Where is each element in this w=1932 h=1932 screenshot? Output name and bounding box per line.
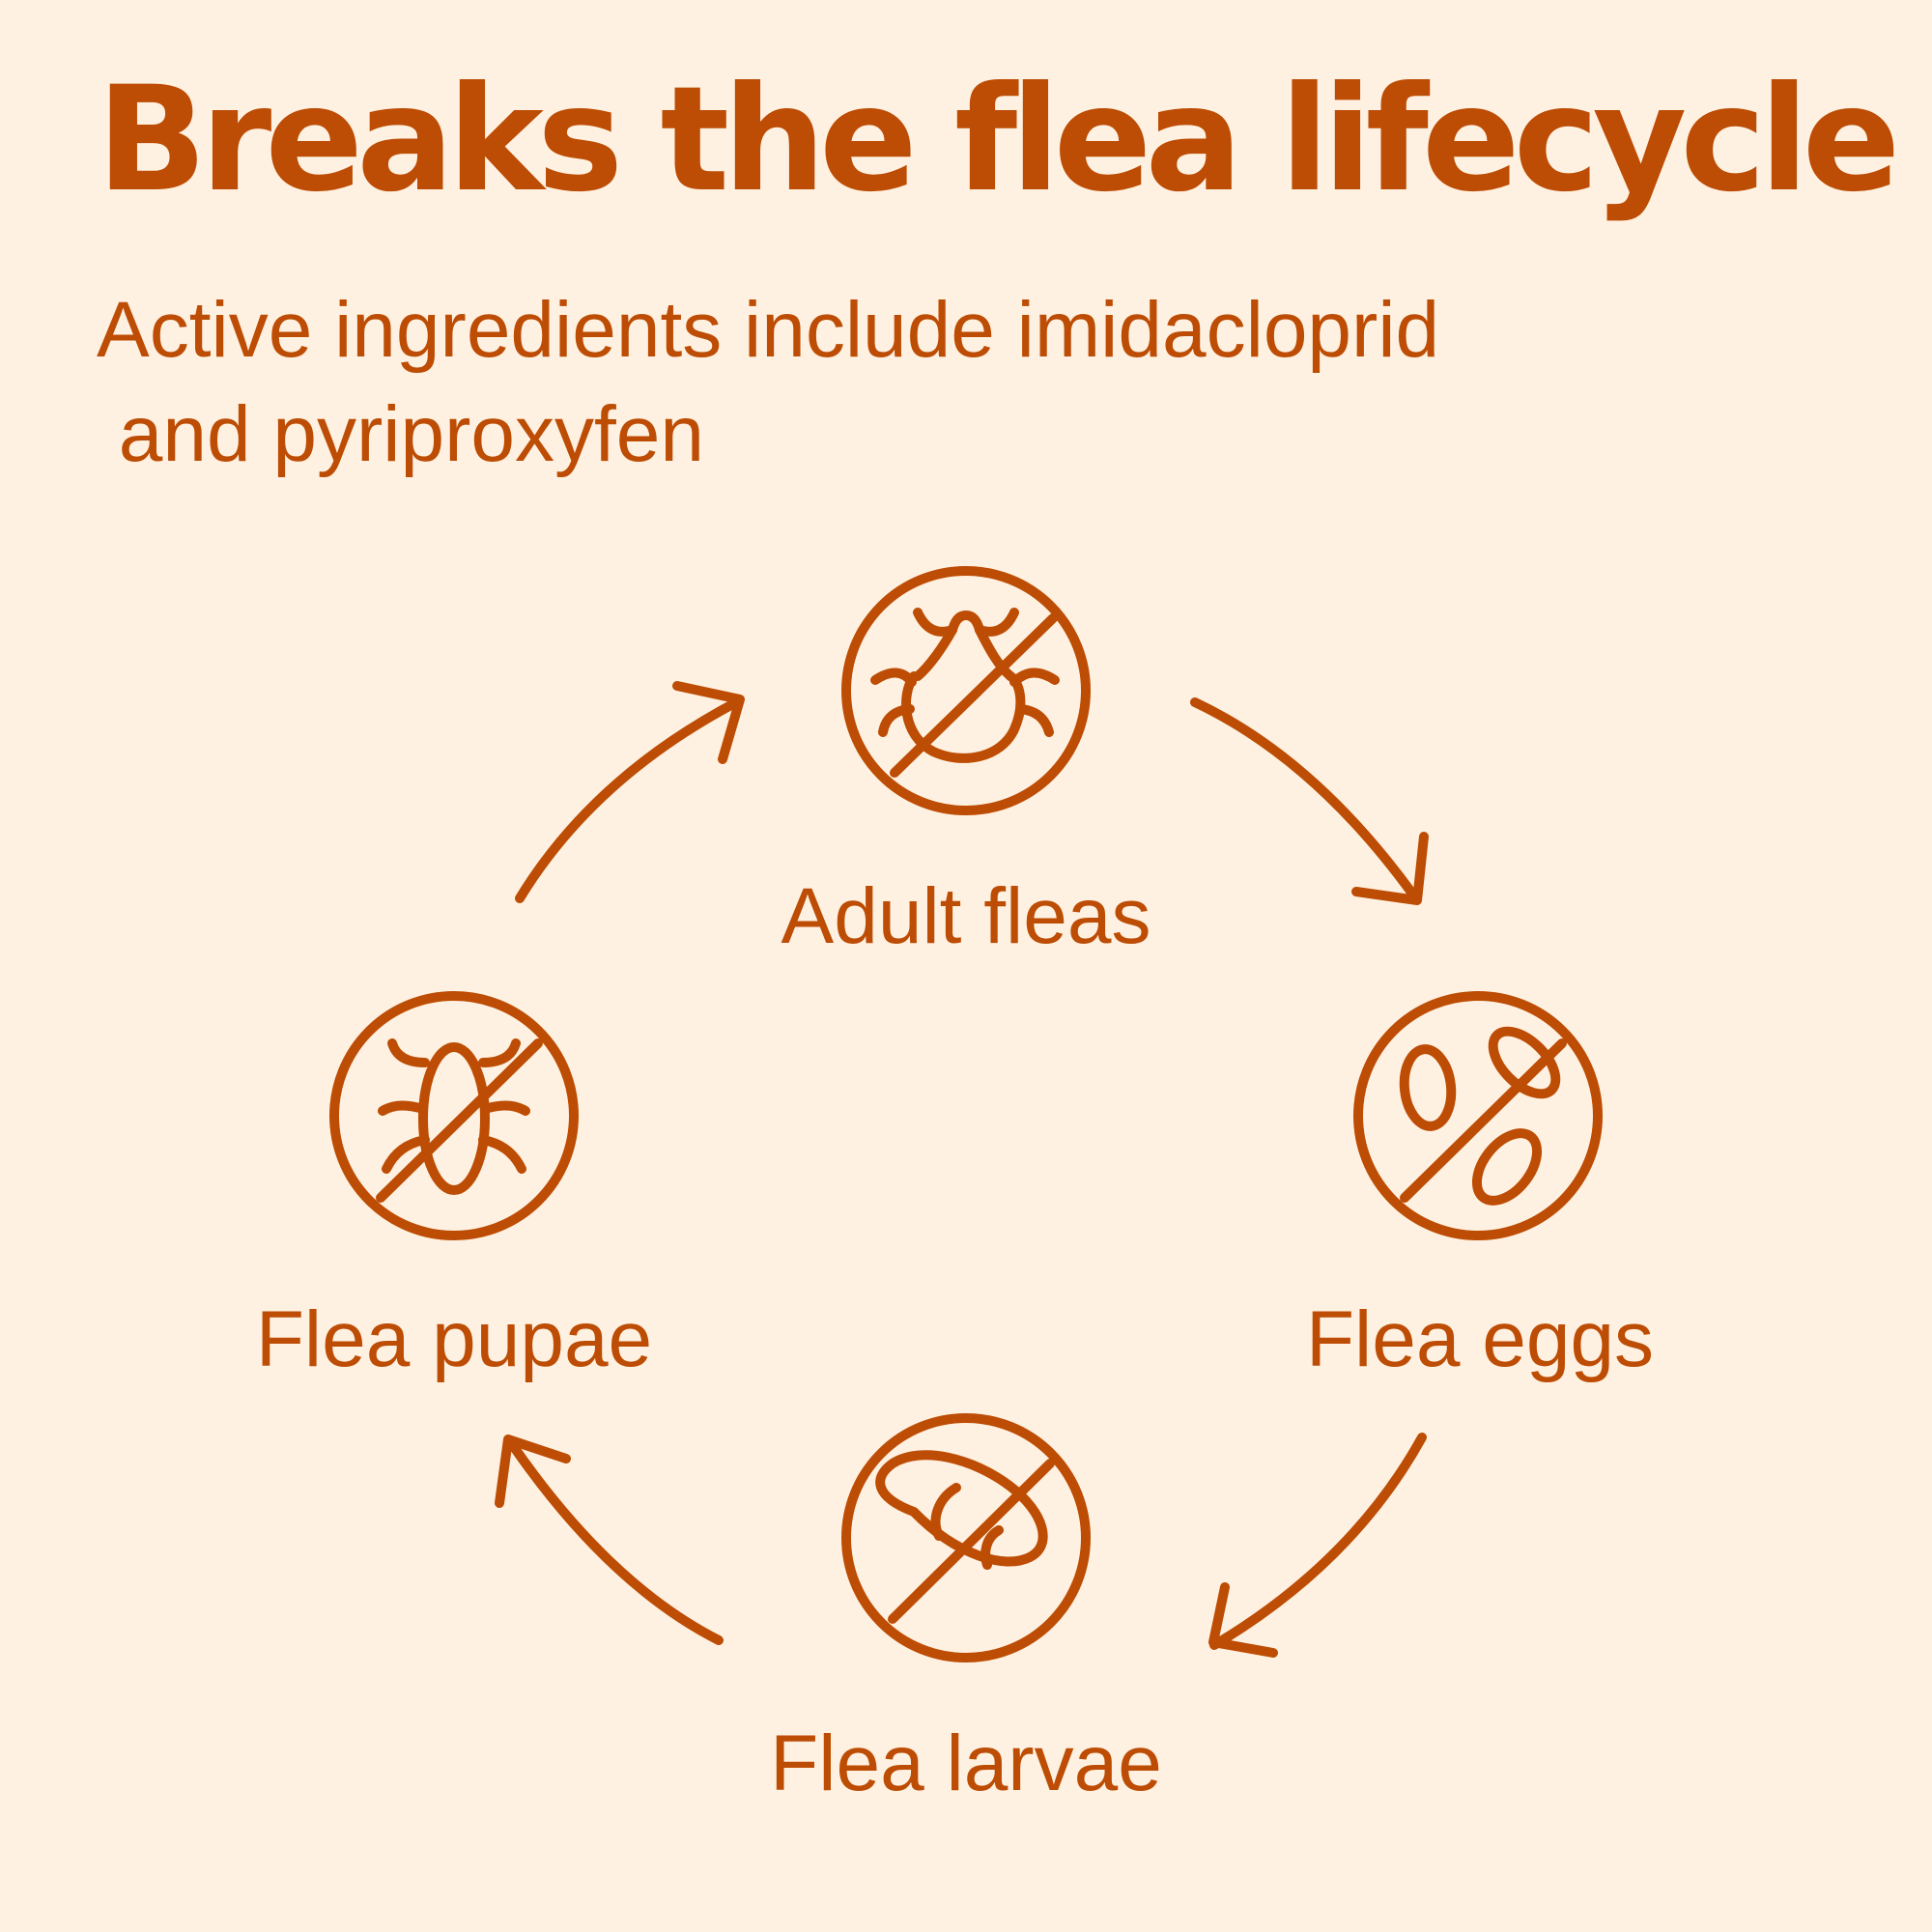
crossed-out-flea-larvae-icon xyxy=(841,1413,1091,1662)
crossed-out-flea-eggs-icon xyxy=(1353,991,1603,1240)
curved-arrow-icon xyxy=(515,681,745,903)
curved-arrow-icon xyxy=(1190,697,1429,905)
curved-arrow-icon xyxy=(495,1435,724,1645)
subtitle: Active ingredients include imidacloprid … xyxy=(97,278,1642,487)
page-title: Breaks the flea lifecycle xyxy=(97,56,1900,224)
subtitle-line-1: Active ingredients include imidacloprid xyxy=(97,286,1440,374)
crossed-out-flea-pupae-icon xyxy=(329,991,579,1240)
stage-label-flea-pupae: Flea pupae xyxy=(255,1295,653,1383)
subtitle-line-2: and pyriproxyfen xyxy=(97,390,705,478)
curved-arrow-icon xyxy=(1208,1433,1427,1658)
stage-label-adult-fleas: Adult fleas xyxy=(781,872,1151,960)
stage-label-flea-larvae: Flea larvae xyxy=(770,1719,1162,1807)
stage-label-flea-eggs: Flea eggs xyxy=(1305,1295,1655,1383)
crossed-out-adult-flea-icon xyxy=(841,566,1091,815)
